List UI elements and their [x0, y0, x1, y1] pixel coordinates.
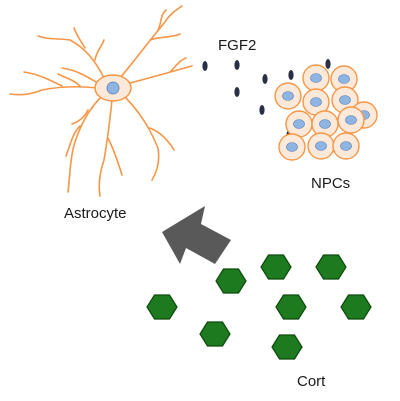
npc-cell — [278, 133, 306, 161]
npc-nucleus — [310, 97, 322, 107]
block-arrow — [162, 206, 231, 264]
cort-hexagon — [271, 334, 303, 360]
npc-cell — [274, 82, 302, 110]
npc-nucleus — [286, 142, 298, 152]
astrocyte-nucleus — [106, 81, 120, 95]
cort-hexagon — [146, 294, 178, 320]
npc-nucleus — [310, 73, 322, 83]
astrocyte-process — [123, 95, 175, 181]
npc-nucleus — [338, 74, 350, 84]
npc-nucleus — [340, 141, 352, 151]
fgf2-dot — [288, 70, 294, 80]
npc-nucleus — [282, 91, 294, 101]
fgf2-dot — [262, 74, 268, 84]
npc-cell — [337, 106, 365, 134]
fgf2-dot — [325, 59, 331, 69]
label-astrocyte: Astrocyte — [64, 205, 127, 222]
npc-nucleus — [293, 119, 305, 129]
cort-hexagon — [275, 294, 307, 320]
fgf2-dot — [234, 60, 240, 70]
label-fgf2: FGF2 — [218, 37, 256, 54]
cort-molecules — [146, 254, 372, 360]
astrocyte-process — [98, 99, 123, 197]
label-cort: Cort — [297, 373, 326, 390]
cort-hexagon — [215, 268, 247, 294]
npc-cell — [285, 110, 313, 138]
npc-cell — [307, 132, 335, 160]
fgf2-dot — [234, 87, 240, 97]
npc-cell — [330, 65, 358, 93]
astrocyte-process — [125, 57, 193, 85]
npc-cell — [302, 64, 330, 92]
npc-cluster — [274, 64, 378, 161]
npc-cell — [332, 132, 360, 160]
fgf2-dot — [259, 105, 265, 115]
astrocyte-process — [61, 67, 97, 83]
astrocyte-process — [37, 27, 105, 79]
astrocyte-process — [9, 71, 99, 96]
cort-hexagon — [315, 254, 347, 280]
astrocyte-process — [65, 95, 103, 193]
npc-nucleus — [345, 115, 357, 125]
cort-hexagon — [199, 321, 231, 347]
npc-cell — [302, 88, 330, 116]
cort-hexagon — [260, 254, 292, 280]
astrocyte-cell — [9, 5, 193, 197]
cort-hexagon — [340, 294, 372, 320]
npc-nucleus — [315, 141, 327, 151]
astrocyte-process — [119, 5, 183, 79]
npc-nucleus — [319, 119, 331, 129]
fgf2-dot — [202, 61, 208, 71]
astrocyte-processes — [9, 5, 193, 197]
label-npcs: NPCs — [311, 175, 350, 192]
npc-nucleus — [339, 95, 351, 105]
